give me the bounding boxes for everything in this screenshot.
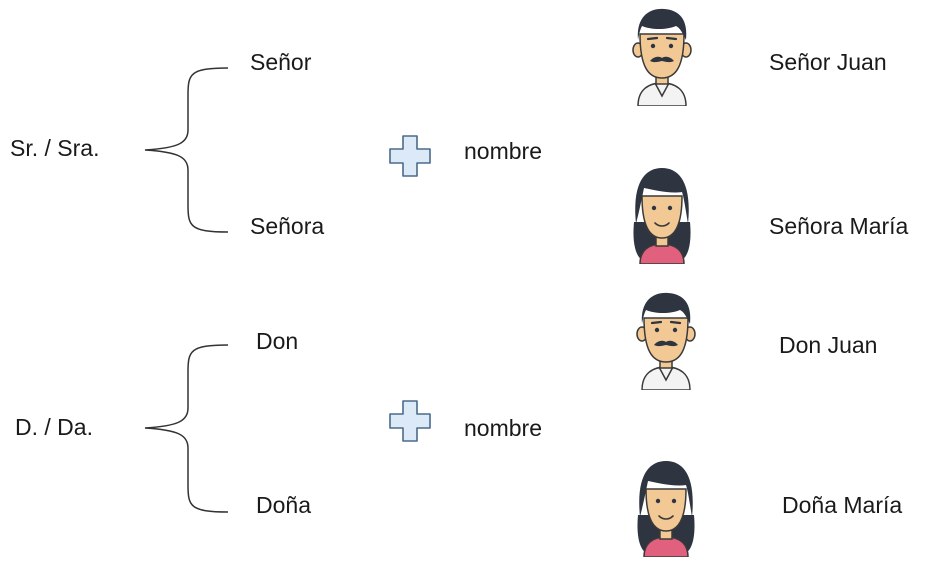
result-senora-maria: Señora María xyxy=(769,213,909,239)
result-don-juan: Don Juan xyxy=(779,332,878,358)
form-senora: Señora xyxy=(250,213,325,239)
form-senor: Señor xyxy=(250,49,312,75)
bracket-sr-sra xyxy=(144,67,229,233)
woman-avatar-icon xyxy=(633,168,691,264)
woman-avatar-icon xyxy=(637,461,695,557)
connector-nombre: nombre xyxy=(464,415,542,441)
connector-nombre: nombre xyxy=(464,138,542,164)
form-don: Don xyxy=(256,328,299,354)
abbreviation-sr-sra: Sr. / Sra. xyxy=(10,135,100,161)
form-dona: Doña xyxy=(256,492,311,518)
result-dona-maria: Doña María xyxy=(782,492,903,518)
bracket-d-da xyxy=(144,344,229,513)
plus-icon xyxy=(389,400,431,442)
abbreviation-d-da: D. / Da. xyxy=(15,414,93,440)
man-avatar-icon xyxy=(636,292,696,390)
man-avatar-icon xyxy=(632,8,692,106)
result-senor-juan: Señor Juan xyxy=(769,49,887,75)
plus-icon xyxy=(389,135,431,177)
